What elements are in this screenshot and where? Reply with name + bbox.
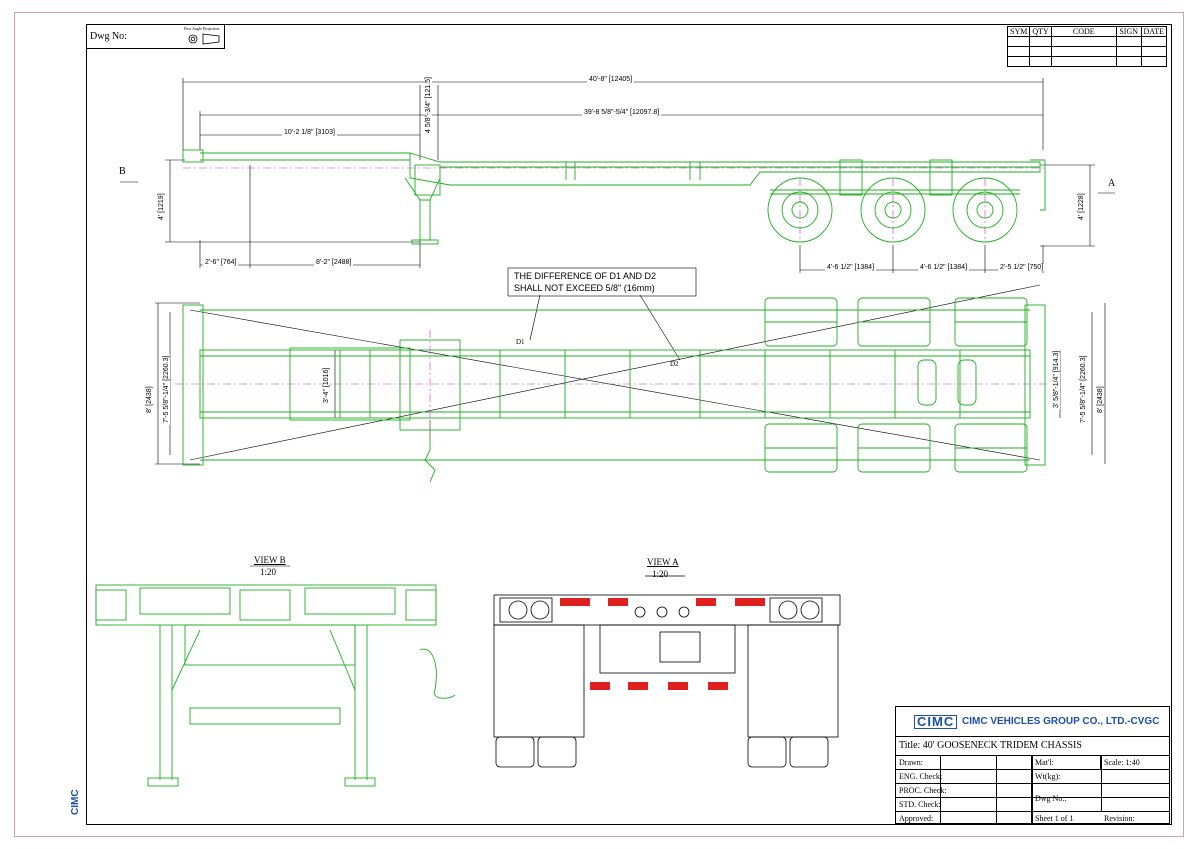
- drawn-label: Drawn:: [899, 758, 923, 767]
- view-arrow-a: A: [1108, 178, 1116, 189]
- dim-overall-length: 40'-8" [12405]: [587, 76, 635, 83]
- company-name: CIMC VEHICLES GROUP CO., LTD.-CVGC: [962, 716, 1160, 727]
- eng-check-label: ENG. Check:: [899, 772, 943, 781]
- dim-beam-spacing: 3' 5/8"-1/4" [914.3]: [1053, 348, 1060, 410]
- label-d1: D1: [516, 338, 525, 346]
- dim-rear-height: 4' [1228]: [1078, 191, 1085, 222]
- inner-frame: [86, 24, 1172, 825]
- projection-label: First Angle Projection: [184, 26, 220, 31]
- dim-rear-width: 8' [2438]: [1097, 384, 1104, 415]
- view-b-title: VIEW B: [254, 555, 286, 565]
- revision-label: Revision:: [1104, 814, 1135, 823]
- dim-neck-height: 4 5/8"-3/4" [121.5]: [425, 75, 432, 135]
- sheet-label: Sheet 1 of 1: [1035, 814, 1074, 823]
- dim-axle-spacing-2: 4'-6 1/2" [1384]: [918, 264, 970, 271]
- dim-front-to-leg: 2'-6" [764]: [203, 259, 239, 266]
- dim-length-2: 39'-8 5/8"-5/4" [12097.8]: [582, 109, 662, 116]
- view-arrow-b: B: [119, 166, 126, 177]
- label-d2: D2: [670, 360, 679, 368]
- dim-rear-overhang: 2'-5 1/2" [750]: [998, 264, 1046, 271]
- revision-table: SYM QTY CODE SIGN DATE: [1006, 26, 1168, 67]
- dim-gooseneck-length: 10'-2 1/8" [3103]: [282, 129, 337, 136]
- dwg-no-field: Dwg No.:: [1035, 794, 1067, 803]
- dim-front-height: 4' [1219]: [158, 191, 165, 222]
- note-line-2: SHALL NOT EXCEED 5/8" (16mm): [514, 283, 655, 293]
- company-logo: CIMC: [914, 715, 958, 729]
- dwg-no-box: [86, 24, 225, 49]
- dim-leg-to-neck: 8'-2" [2488]: [314, 259, 354, 266]
- side-logo: CIMC: [70, 789, 81, 815]
- approved-label: Approved:: [899, 814, 934, 823]
- scale-label: Scale: 1:40: [1104, 758, 1140, 767]
- view-a-scale: 1:20: [652, 569, 669, 579]
- dim-front-width: 8' [2438]: [146, 384, 153, 415]
- std-check-label: STD. Check:: [899, 800, 941, 809]
- dim-front-inner-width: 7'-5 5/8"-1/4" [2260.3]: [163, 353, 170, 425]
- material-label: Mat'l:: [1035, 758, 1054, 767]
- outer-border: [14, 12, 1184, 837]
- dim-neck-width: 3'-4" [1016]: [323, 365, 330, 405]
- view-b-scale: 1:20: [260, 567, 277, 577]
- title-block: CIMC CIMC VEHICLES GROUP CO., LTD.-CVGC …: [895, 706, 1170, 824]
- dwg-no-label: Dwg No:: [90, 31, 127, 42]
- dim-axle-spacing-1: 4'-6 1/2" [1384]: [825, 264, 877, 271]
- weight-label: Wt(kg):: [1035, 772, 1061, 781]
- drawing-title: Title: 40' GOOSENECK TRIDEM CHASSIS: [899, 740, 1082, 751]
- note-line-1: THE DIFFERENCE OF D1 AND D2: [514, 271, 657, 281]
- dim-rear-inner-width: 7'-5 5/8"-1/4" [2260.3]: [1080, 353, 1087, 425]
- proc-check-label: PROC. Check:: [899, 786, 947, 795]
- view-a-title: VIEW A: [647, 557, 679, 567]
